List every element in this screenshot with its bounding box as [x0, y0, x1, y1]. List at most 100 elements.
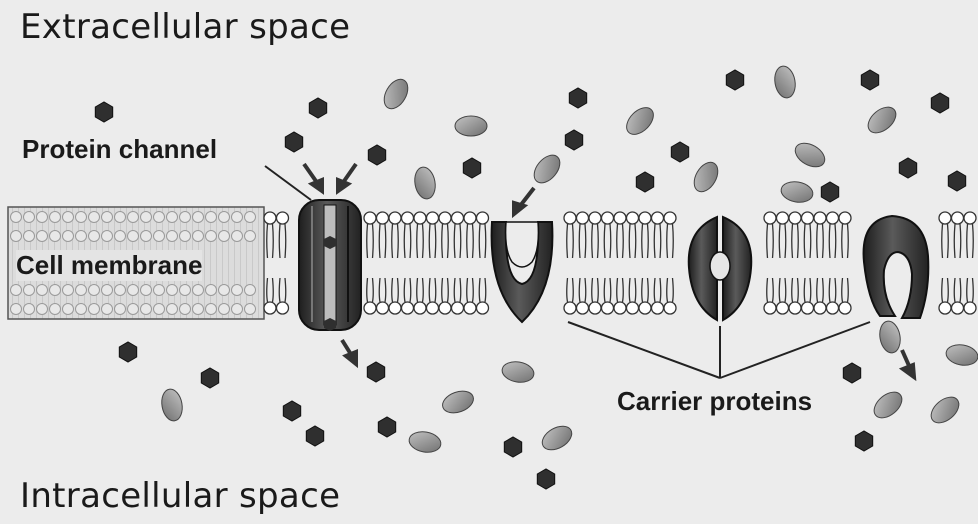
hexagon-icon	[931, 93, 948, 113]
cutaway-lipid-head	[89, 231, 100, 242]
cutaway-lipid-head	[245, 285, 256, 296]
hexagon-icon	[899, 158, 916, 178]
ellipse-icon	[869, 387, 906, 423]
cutaway-lipid-head	[167, 304, 178, 315]
phospholipid	[477, 212, 489, 314]
cutaway-lipid-head	[232, 285, 243, 296]
ellipse-icon	[501, 359, 536, 384]
phospholipid	[789, 212, 801, 314]
cutaway-lipid-head	[76, 285, 87, 296]
phospholipid	[839, 212, 851, 314]
ellipse-icon	[455, 116, 487, 136]
cutaway-lipid-head	[11, 212, 22, 223]
ellipse-icon	[159, 388, 184, 423]
carrier-proteins-label: Carrier proteins	[617, 386, 812, 417]
phospholipid	[614, 212, 626, 314]
arrow-icon	[902, 350, 914, 377]
cutaway-lipid-head	[115, 212, 126, 223]
cutaway-lipid-head	[206, 231, 217, 242]
phospholipid	[464, 212, 476, 314]
hexagon-icon	[537, 469, 554, 489]
cutaway-lipid-head	[115, 231, 126, 242]
hexagon-icon	[119, 342, 136, 362]
cutaway-lipid-head	[245, 304, 256, 315]
phospholipid	[564, 212, 576, 314]
cutaway-lipid-head	[102, 304, 113, 315]
ellipse-icon	[945, 342, 978, 367]
ellipse-icon	[622, 103, 659, 140]
phospholipid	[664, 212, 676, 314]
hexagon-icon	[948, 171, 965, 191]
phospholipid	[589, 212, 601, 314]
phospholipid	[427, 212, 439, 314]
hexagon-icon	[504, 437, 521, 457]
hexagon-icon	[671, 142, 688, 162]
cutaway-lipid-head	[128, 285, 139, 296]
phospholipid	[764, 212, 776, 314]
phospholipid	[652, 212, 664, 314]
protein-channel	[299, 200, 361, 331]
carrier-protein-closed	[689, 217, 752, 320]
cutaway-lipid-head	[232, 231, 243, 242]
phospholipid	[377, 212, 389, 314]
carrier-protein-open-outside	[492, 222, 553, 322]
phospholipid	[627, 212, 639, 314]
cutaway-lipid-head	[37, 285, 48, 296]
ellipse-icon	[877, 320, 902, 355]
cutaway-lipid-head	[89, 212, 100, 223]
cutaway-lipid-head	[167, 231, 178, 242]
phospholipid	[414, 212, 426, 314]
intracellular-label: Intracellular space	[20, 476, 340, 516]
hexagon-icon	[855, 431, 872, 451]
hexagon-icon	[367, 362, 384, 382]
cutaway-lipid-head	[232, 212, 243, 223]
ellipse-icon	[791, 138, 829, 171]
cutaway-lipid-head	[50, 231, 61, 242]
cutaway-lipid-head	[37, 212, 48, 223]
cutaway-lipid-head	[245, 231, 256, 242]
cutaway-lipid-head	[180, 304, 191, 315]
hexagon-icon	[95, 102, 112, 122]
protein-channel-pointer	[265, 166, 311, 200]
phospholipid	[777, 212, 789, 314]
cutaway-lipid-head	[63, 304, 74, 315]
phospholipid	[939, 212, 951, 314]
ellipse-icon	[689, 158, 722, 196]
hexagon-icon	[569, 88, 586, 108]
cell-membrane-label: Cell membrane	[16, 250, 202, 281]
ellipse-icon	[780, 179, 815, 204]
cutaway-lipid-head	[193, 231, 204, 242]
cutaway-lipid-head	[63, 231, 74, 242]
arrow-icon	[514, 188, 534, 214]
cutaway-lipid-head	[193, 285, 204, 296]
cutaway-lipid-head	[63, 212, 74, 223]
arrow-icon	[304, 164, 322, 191]
phospholipid	[602, 212, 614, 314]
phospholipid	[577, 212, 589, 314]
arrow-icon	[342, 340, 356, 364]
cutaway-lipid-head	[24, 304, 35, 315]
hexagon-icon	[821, 182, 838, 202]
ellipse-icon	[772, 65, 797, 100]
protein-channel-label: Protein channel	[22, 134, 217, 165]
cutaway-lipid-head	[24, 285, 35, 296]
ellipse-icon	[538, 421, 576, 454]
hexagon-icon	[843, 363, 860, 383]
phospholipid	[827, 212, 839, 314]
cutaway-lipid-head	[180, 285, 191, 296]
cutaway-lipid-head	[206, 285, 217, 296]
cutaway-lipid-head	[37, 304, 48, 315]
carrier-pointer-left	[568, 322, 720, 378]
cutaway-lipid-head	[219, 285, 230, 296]
cutaway-lipid-head	[76, 212, 87, 223]
hexagon-icon	[726, 70, 743, 90]
cutaway-lipid-head	[102, 212, 113, 223]
cutaway-lipid-head	[154, 285, 165, 296]
ellipse-icon	[863, 102, 900, 138]
phospholipid	[814, 212, 826, 314]
phospholipid	[364, 212, 376, 314]
cutaway-lipid-head	[50, 304, 61, 315]
cutaway-lipid-head	[154, 231, 165, 242]
ellipse-icon	[408, 429, 443, 454]
carrier-protein-open-inside	[864, 216, 929, 318]
